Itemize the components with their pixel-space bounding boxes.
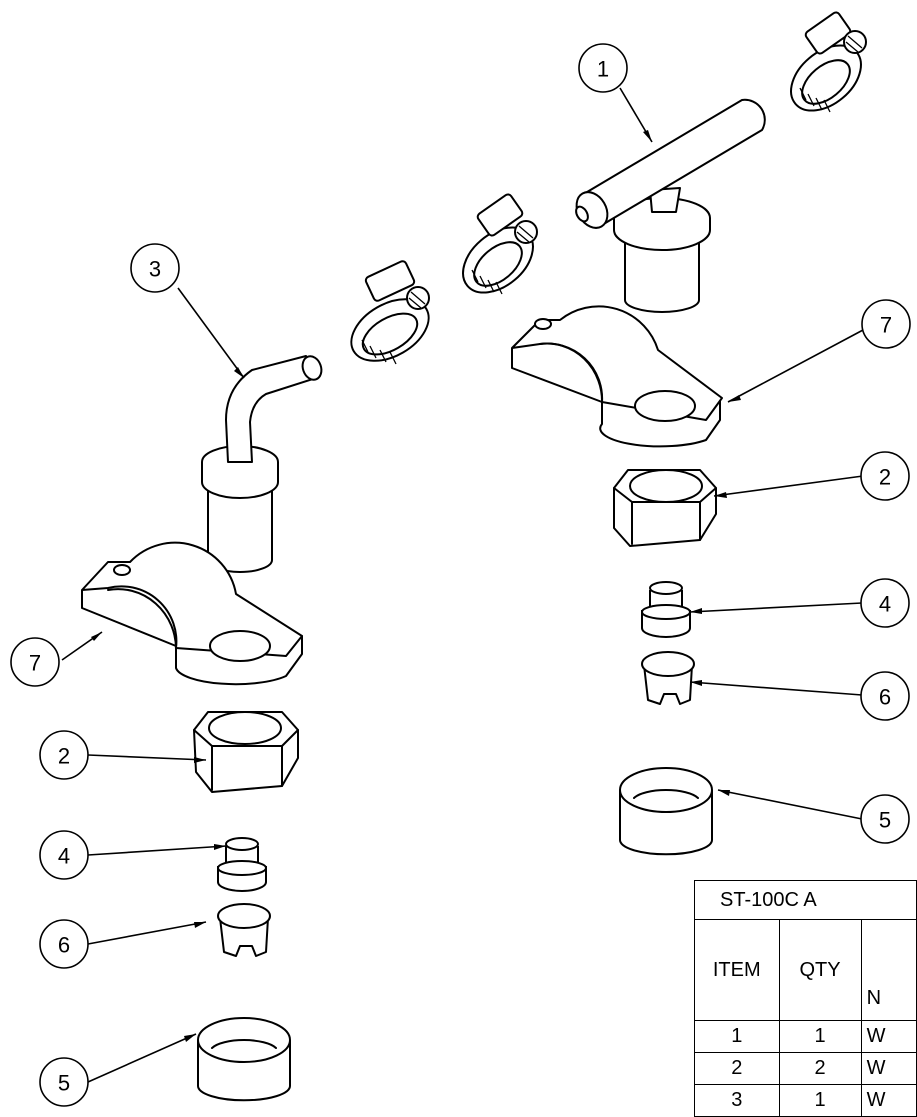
callout-item-6-right: 6 (860, 671, 910, 721)
hex-nut-right (613, 469, 717, 547)
callout-item-3: 3 (130, 243, 180, 293)
bom-title-row: ST-100C A (694, 880, 917, 920)
callout-item-4-right: 4 (860, 578, 910, 628)
bom-cell-qty: 1 (778, 1084, 862, 1117)
leader-lines (61, 87, 864, 1083)
bom-header-row: ITEM QTY N (694, 919, 917, 1021)
bom-row: 1 1 W (694, 1020, 917, 1053)
hose-clamp-middle (462, 193, 538, 295)
bom-header-name: N (860, 919, 917, 1021)
svg-text:6: 6 (879, 685, 891, 710)
bom-cell-name: W (860, 1020, 917, 1053)
svg-text:3: 3 (149, 257, 161, 282)
elbow-fitting (201, 355, 323, 573)
bom-cell-item: 2 (694, 1052, 780, 1085)
callout-item-2-right: 2 (860, 451, 910, 501)
svg-text:4: 4 (879, 592, 891, 617)
callout-item-7-right: 7 (861, 299, 911, 349)
cap-left (197, 1017, 291, 1102)
svg-text:2: 2 (879, 465, 891, 490)
bom-cell-item: 3 (694, 1084, 780, 1117)
callout-item-5-left: 5 (39, 1057, 89, 1107)
svg-text:7: 7 (880, 313, 892, 338)
saddle-clamp-right (511, 305, 723, 448)
hex-nut-left (193, 711, 299, 793)
hose-clamp-left (350, 260, 430, 365)
t-fitting (575, 98, 766, 313)
bom-cell-item: 1 (694, 1020, 780, 1053)
insert-left (217, 903, 271, 957)
hose-clamp-top-right (790, 11, 867, 113)
bill-of-materials-table: ST-100C A ITEM QTY N 1 1 W 2 2 W 3 1 W (694, 880, 917, 1117)
callout-item-6-left: 6 (39, 919, 89, 969)
bom-title: ST-100C A (694, 880, 917, 920)
svg-text:5: 5 (58, 1071, 70, 1096)
bom-row: 2 2 W (694, 1052, 917, 1085)
bom-header-item: ITEM (694, 919, 780, 1021)
callout-item-4-left: 4 (39, 830, 89, 880)
callout-item-7-left: 7 (10, 637, 60, 687)
svg-text:4: 4 (58, 844, 70, 869)
svg-text:7: 7 (29, 651, 41, 676)
bom-header-qty: QTY (778, 919, 862, 1021)
plug-right (641, 581, 691, 638)
plug-left (217, 837, 267, 892)
cap-right (619, 767, 713, 856)
bom-cell-name: W (860, 1084, 917, 1117)
saddle-clamp-left (81, 541, 303, 686)
callout-item-1: 1 (578, 43, 628, 93)
svg-text:6: 6 (58, 933, 70, 958)
svg-text:1: 1 (597, 57, 609, 82)
callout-item-2-left: 2 (39, 730, 89, 780)
bom-row: 3 1 W (694, 1084, 917, 1117)
bom-cell-qty: 2 (778, 1052, 862, 1085)
bom-cell-qty: 1 (778, 1020, 862, 1053)
svg-text:5: 5 (879, 808, 891, 833)
bom-cell-name: W (860, 1052, 917, 1085)
callout-item-5-right: 5 (860, 794, 910, 844)
svg-text:2: 2 (58, 744, 70, 769)
insert-right (641, 651, 695, 705)
